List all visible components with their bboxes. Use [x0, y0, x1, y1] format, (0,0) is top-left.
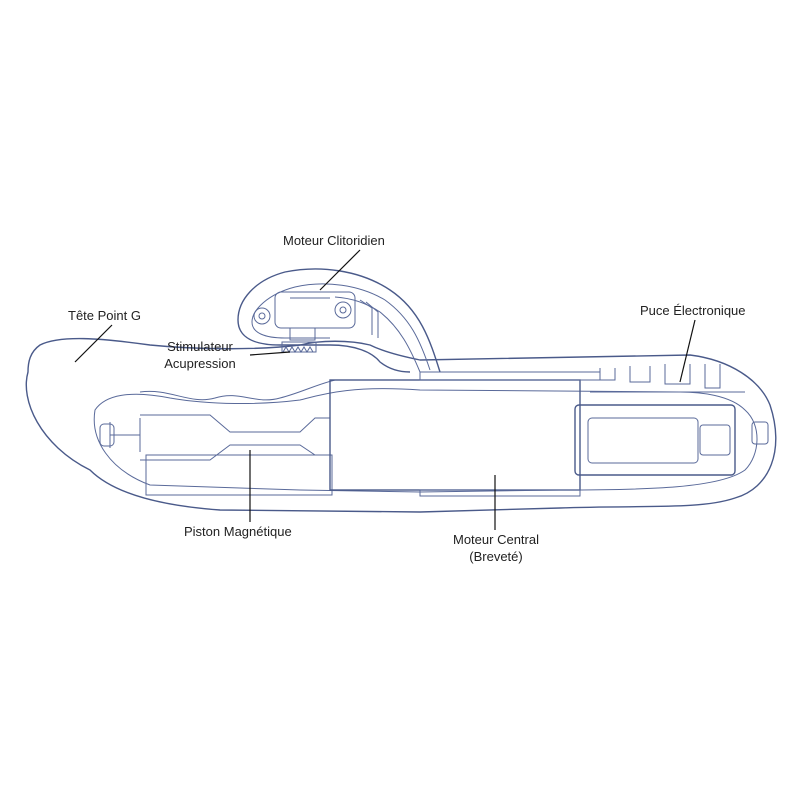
g-head-ridges	[139, 379, 336, 401]
battery-compartment	[574, 404, 736, 476]
piston-housing	[145, 454, 333, 496]
piston-chamber	[140, 414, 331, 461]
label-chip: Puce Électronique	[640, 303, 746, 318]
piston-rod	[109, 418, 141, 452]
clit-motor-right-wheel	[334, 301, 352, 319]
label-acupressure-line2: Acupression	[164, 356, 236, 371]
end-cap	[751, 421, 769, 445]
label-g-head: Tête Point G	[68, 308, 141, 323]
body-outline	[25, 337, 777, 513]
label-acupressure-line1: Stimulateur	[167, 339, 233, 354]
label-acupressure: Stimulateur Acupression	[152, 338, 248, 372]
battery-cell	[587, 417, 699, 464]
piston-cap	[99, 423, 115, 447]
leader-chip	[679, 319, 696, 383]
clit-arm-inner-2	[334, 296, 421, 373]
label-piston: Piston Magnétique	[184, 524, 292, 539]
chip-board	[599, 364, 721, 389]
battery-contact	[699, 424, 731, 456]
label-central-motor: Moteur Central (Breveté)	[446, 531, 546, 565]
acupressure-base	[281, 341, 317, 353]
clit-arm-strip	[359, 299, 379, 338]
leader-clit-motor	[319, 249, 361, 291]
clit-motor-left-wheel	[253, 307, 271, 325]
clit-motor-left-wheel-hub	[258, 312, 266, 320]
label-central-motor-line2: (Breveté)	[469, 549, 523, 564]
central-motor-shaft-bottom	[419, 489, 581, 497]
clit-motor-right-wheel-hub	[339, 306, 347, 314]
clit-arm-outline	[237, 268, 441, 373]
label-central-motor-line1: Moteur Central	[453, 532, 539, 547]
label-clit-motor: Moteur Clitoridien	[283, 233, 385, 248]
body-inner-outline	[93, 388, 758, 493]
acupressure-gear	[282, 346, 314, 353]
leader-g-head	[74, 324, 113, 363]
clit-motor-bracket	[289, 328, 316, 341]
leader-acupressure	[249, 351, 291, 356]
clit-arm-inner	[251, 283, 431, 371]
central-motor-shaft-top	[419, 371, 601, 381]
central-motor-body	[329, 379, 581, 491]
